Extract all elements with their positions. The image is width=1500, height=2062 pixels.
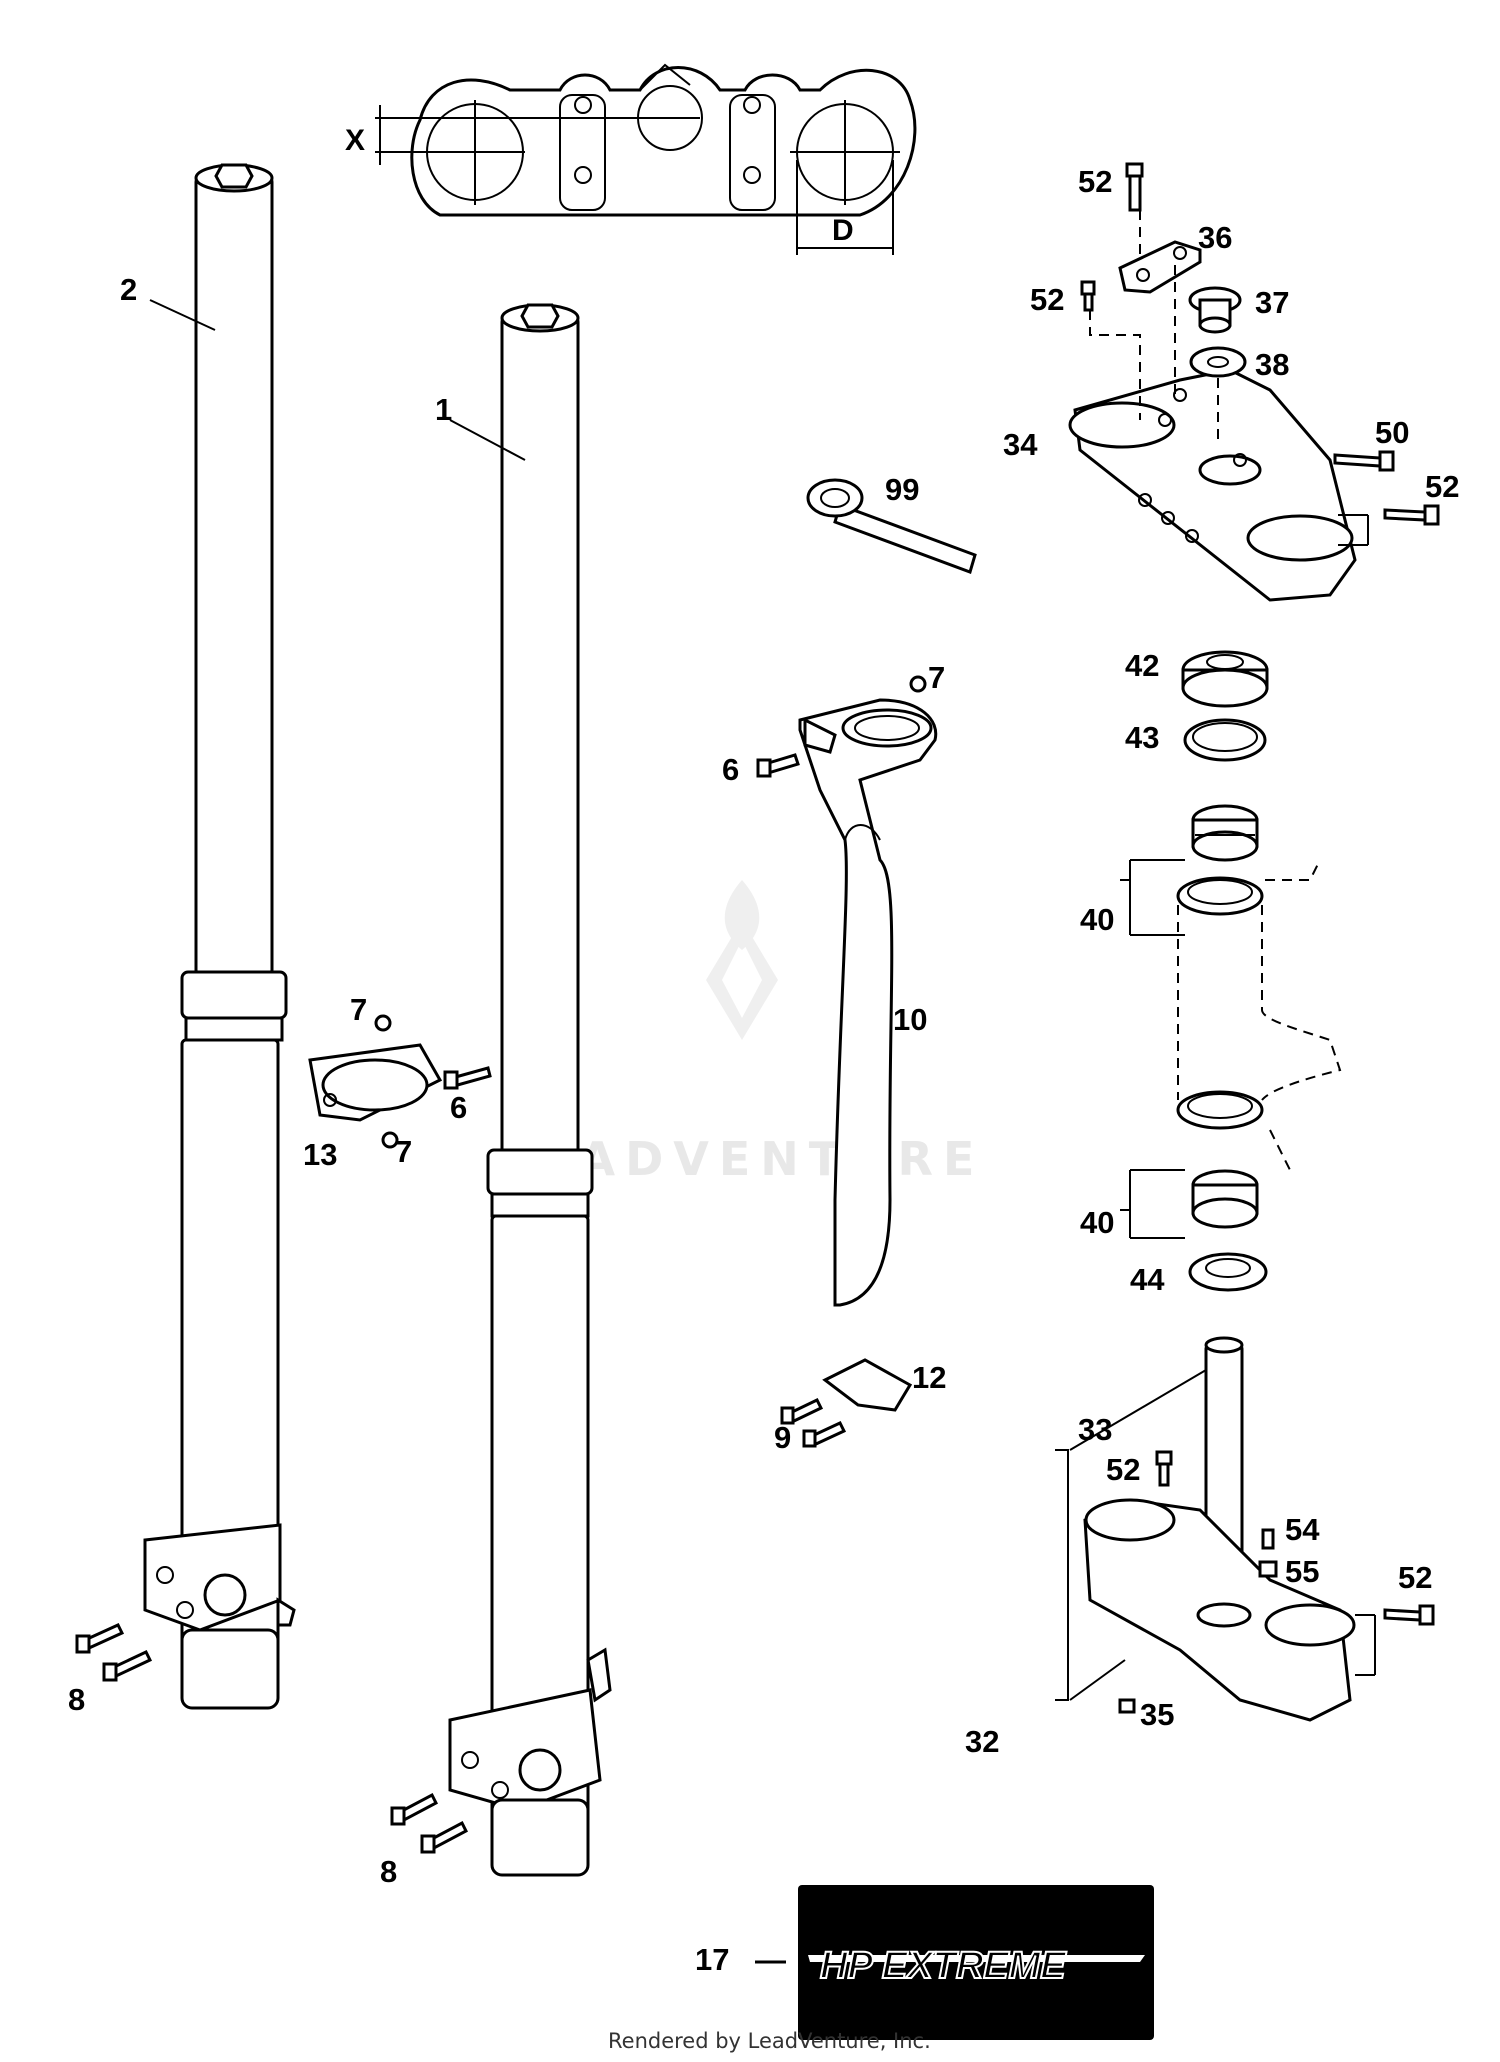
watermark: PADVENTURE (540, 880, 984, 1186)
seal-42 (1181, 650, 1269, 708)
nut-55 (1258, 1560, 1278, 1578)
callout-1: 1 (435, 392, 452, 427)
bolt-52a (1125, 162, 1144, 212)
guard-small-parts (756, 675, 927, 1448)
bearing-40-lower (1191, 1169, 1259, 1229)
steering-bearing-stack (1129, 650, 1342, 1292)
bolts (75, 1066, 492, 1854)
bolt-8a-upper (75, 1623, 125, 1654)
callout-99: 99 (885, 472, 919, 507)
lower-triple-clamp-32 (1055, 1336, 1435, 1722)
callout-38: 38 (1255, 347, 1289, 382)
bolt-8a-lower (102, 1650, 153, 1682)
bearing-40-upper (1191, 804, 1259, 862)
screw-54 (1261, 1528, 1275, 1550)
decal-17-dash: — (755, 1942, 786, 1977)
bolt-52d (1155, 1450, 1173, 1487)
plug-35 (1118, 1698, 1136, 1714)
bolt-6b (756, 753, 800, 778)
callout-8b: 8 (380, 1854, 397, 1889)
dimension-d-label: D (832, 214, 854, 247)
upper-triple-clamp-34 (1068, 368, 1357, 602)
callout-10: 10 (893, 1002, 927, 1037)
callout-6b: 6 (722, 752, 739, 787)
bolt-8b-upper (390, 1792, 438, 1826)
callout-52e: 52 (1398, 1560, 1432, 1595)
fork-guard-10 (798, 698, 938, 1307)
guard-bracket-12 (822, 1358, 913, 1412)
decal-logo-text: HP EXTREME (820, 1945, 1067, 1987)
dimension-x-label: X (345, 124, 365, 157)
nut-7c (909, 675, 927, 693)
leader-lines (149, 299, 1130, 1211)
bearing-race-40-upper (1176, 876, 1264, 916)
washer-38 (1189, 346, 1247, 378)
bolt-6a (443, 1066, 492, 1090)
callout-37: 37 (1255, 285, 1289, 320)
callout-7a: 7 (350, 992, 367, 1027)
callout-50: 50 (1375, 415, 1409, 450)
callout-52b: 52 (1030, 282, 1064, 317)
callout-36: 36 (1198, 220, 1232, 255)
triple-clamp-dimension-sketch: X D (345, 63, 917, 255)
callout-7c: 7 (928, 660, 945, 695)
fork-leg-2 (143, 163, 296, 1710)
callout-32: 32 (965, 1724, 999, 1759)
bolts-9 (780, 1398, 847, 1448)
decal-17: HP EXTREME (798, 1885, 1154, 2040)
callout-13: 13 (303, 1137, 337, 1172)
callout-52c: 52 (1425, 469, 1459, 504)
handlebar-clamp-36 (1118, 240, 1202, 294)
bolt-52b (1080, 280, 1096, 312)
callout-55: 55 (1285, 1554, 1319, 1589)
callout-52d: 52 (1106, 1452, 1140, 1487)
bolt-52c (1383, 504, 1440, 526)
callout-8a: 8 (68, 1682, 85, 1717)
callout-6a: 6 (450, 1090, 467, 1125)
callout-17: 17 (695, 1942, 729, 1977)
callout-42: 42 (1125, 648, 1159, 683)
callout-52a: 52 (1078, 164, 1112, 199)
spanner-wrench-99 (806, 478, 977, 574)
footer-credit: Rendered by LeadVenture, Inc. (608, 2029, 931, 2053)
callout-34: 34 (1003, 427, 1038, 462)
bearing-race-40-lower (1176, 1090, 1264, 1130)
bolt-50 (1333, 450, 1395, 472)
callout-7b: 7 (395, 1134, 412, 1169)
callout-9: 9 (774, 1420, 791, 1455)
fork-leg-1 (448, 303, 612, 1877)
callout-44: 44 (1130, 1262, 1165, 1297)
seal-44 (1188, 1252, 1268, 1292)
fork-guard-clamp-13 (308, 1014, 443, 1149)
callouts: 2 1 7 6 13 7 8 8 99 7 6 10 12 9 17 52 36… (68, 164, 1459, 1977)
watermark-text: PADVENTURE (540, 1132, 984, 1186)
callout-40a: 40 (1080, 902, 1114, 937)
bolt-52e (1383, 1604, 1435, 1626)
callout-40b: 40 (1080, 1205, 1114, 1240)
callout-2: 2 (120, 272, 137, 307)
callout-33: 33 (1078, 1412, 1112, 1447)
cap-nut-37 (1188, 286, 1242, 334)
callout-54: 54 (1285, 1512, 1320, 1547)
callout-35: 35 (1140, 1697, 1174, 1732)
callout-12: 12 (912, 1360, 946, 1395)
ring-43 (1183, 718, 1267, 762)
upper-clamp-hardware (1080, 162, 1440, 546)
bolt-8b-lower (420, 1820, 468, 1854)
callout-43: 43 (1125, 720, 1159, 755)
